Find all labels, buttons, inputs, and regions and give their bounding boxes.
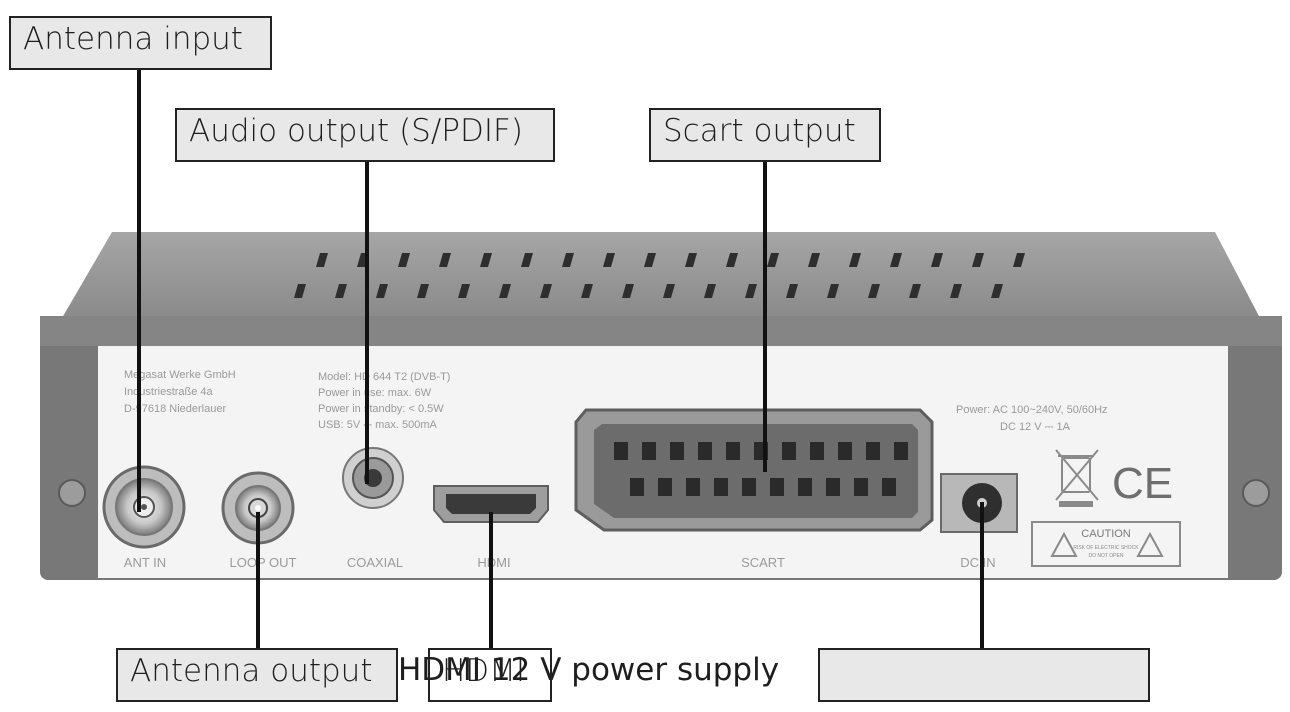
svg-text:DC 12 V ⎓ 1A: DC 12 V ⎓ 1A — [1000, 421, 1071, 433]
vent-slot — [1013, 253, 1025, 267]
vent-slot — [726, 253, 738, 267]
coaxial-port — [342, 447, 404, 509]
antenna-in-port — [102, 465, 186, 549]
scart-pin — [770, 478, 784, 496]
vent-slot — [603, 253, 615, 267]
label-dc-power-blank — [818, 648, 1150, 702]
scart-pin — [782, 442, 796, 460]
vent-slot — [398, 253, 410, 267]
vent-slot — [849, 253, 861, 267]
vent-slot — [663, 284, 675, 298]
svg-text:Power in use: max. 6W: Power in use: max. 6W — [318, 387, 432, 399]
caution-title: CAUTION — [1081, 528, 1131, 540]
scart-pin — [810, 442, 824, 460]
vent-slot — [704, 284, 716, 298]
scart-pin — [894, 442, 908, 460]
ventilation-slots — [294, 253, 1025, 298]
vent-slot — [562, 253, 574, 267]
spec-text: Model: HD 644 T2 (DVB-T) Power in use: m… — [318, 371, 450, 431]
scart-pin — [838, 442, 852, 460]
svg-text:D-97618 Niederlauer: D-97618 Niederlauer — [124, 403, 226, 415]
port-label-loop-out: LOOP OUT — [230, 555, 297, 570]
warning-icon — [1136, 531, 1164, 557]
vent-slot — [458, 284, 470, 298]
svg-text:Industriestraße 4a: Industriestraße 4a — [124, 386, 214, 398]
vent-slot — [991, 284, 1003, 298]
loop-out-port — [221, 471, 295, 545]
vent-slot — [786, 284, 798, 298]
label-hdmi: HDMI — [428, 648, 552, 702]
vent-slot — [767, 253, 779, 267]
scart-pin — [698, 442, 712, 460]
caution-label: CAUTION RISK OF ELECTRIC SHOCK DO NOT OP… — [1031, 521, 1181, 567]
vent-slot — [808, 253, 820, 267]
scart-pin — [642, 442, 656, 460]
scart-pin — [742, 478, 756, 496]
port-label-scart: SCART — [741, 555, 785, 570]
manufacturer-text: Megasat Werke GmbH Industriestraße 4a D-… — [124, 369, 236, 415]
scart-pin — [798, 478, 812, 496]
vent-slot — [644, 253, 656, 267]
label-antenna-output: Antenna output — [116, 648, 398, 702]
leader-lines — [137, 70, 984, 650]
scart-pin — [686, 478, 700, 496]
vent-slot — [909, 284, 921, 298]
scart-pin — [826, 478, 840, 496]
vent-slot — [521, 253, 533, 267]
vent-slot — [827, 284, 839, 298]
vent-slot — [417, 284, 429, 298]
vent-slot — [972, 253, 984, 267]
power-info-text: Power: AC 100~240V, 50/60Hz DC 12 V ⎓ 1A — [956, 404, 1108, 433]
scart-pin — [882, 478, 896, 496]
scart-pin — [854, 478, 868, 496]
label-audio-output: Audio output (S/PDIF) — [175, 108, 555, 162]
warning-icon — [1050, 531, 1078, 557]
scart-pin — [614, 442, 628, 460]
vent-slot — [745, 284, 757, 298]
scart-pin — [630, 478, 644, 496]
svg-text:Power: AC 100~240V, 50/60Hz: Power: AC 100~240V, 50/60Hz — [956, 404, 1108, 416]
vent-slot — [581, 284, 593, 298]
svg-text:Power in standby: < 0.5W: Power in standby: < 0.5W — [318, 403, 444, 415]
vent-slot — [439, 253, 451, 267]
label-antenna-input: Antenna input — [9, 16, 272, 70]
vent-slot — [622, 284, 634, 298]
vent-slot — [540, 284, 552, 298]
weee-bin-icon — [1055, 449, 1099, 507]
vent-slot — [950, 284, 962, 298]
scart-pins — [614, 442, 908, 496]
vent-slot — [335, 284, 347, 298]
vent-slot — [868, 284, 880, 298]
dc-in-port — [940, 473, 1018, 533]
vent-slot — [685, 253, 697, 267]
vent-slot — [316, 253, 328, 267]
svg-text:Model: HD 644 T2 (DVB-T): Model: HD 644 T2 (DVB-T) — [318, 371, 450, 383]
vent-slot — [890, 253, 902, 267]
ce-mark: CE — [1112, 459, 1173, 508]
caption-text: HDMI 12 V power supply — [398, 652, 780, 688]
label-scart-output: Scart output — [649, 108, 881, 162]
scart-pin — [670, 442, 684, 460]
svg-text:USB: 5V ⎓ max. 500mA: USB: 5V ⎓ max. 500mA — [318, 419, 437, 431]
svg-text:DO NOT OPEN: DO NOT OPEN — [1089, 553, 1124, 559]
vent-slot — [294, 284, 306, 298]
scart-pin — [714, 478, 728, 496]
hdmi-port — [433, 485, 549, 523]
vent-slot — [376, 284, 388, 298]
scart-pin — [658, 478, 672, 496]
vent-slot — [931, 253, 943, 267]
scart-pin — [866, 442, 880, 460]
scart-pin — [726, 442, 740, 460]
port-label-ant-in: ANT IN — [124, 555, 166, 570]
port-label-dc-in: DC IN — [960, 555, 995, 570]
svg-text:RISK OF ELECTRIC SHOCK: RISK OF ELECTRIC SHOCK — [1073, 545, 1139, 551]
scart-port — [574, 408, 934, 532]
vent-slot — [499, 284, 511, 298]
svg-text:Megasat Werke GmbH: Megasat Werke GmbH — [124, 369, 236, 381]
vent-slot — [480, 253, 492, 267]
port-label-hdmi: HDMI — [477, 555, 510, 570]
port-label-coaxial: COAXIAL — [347, 555, 403, 570]
